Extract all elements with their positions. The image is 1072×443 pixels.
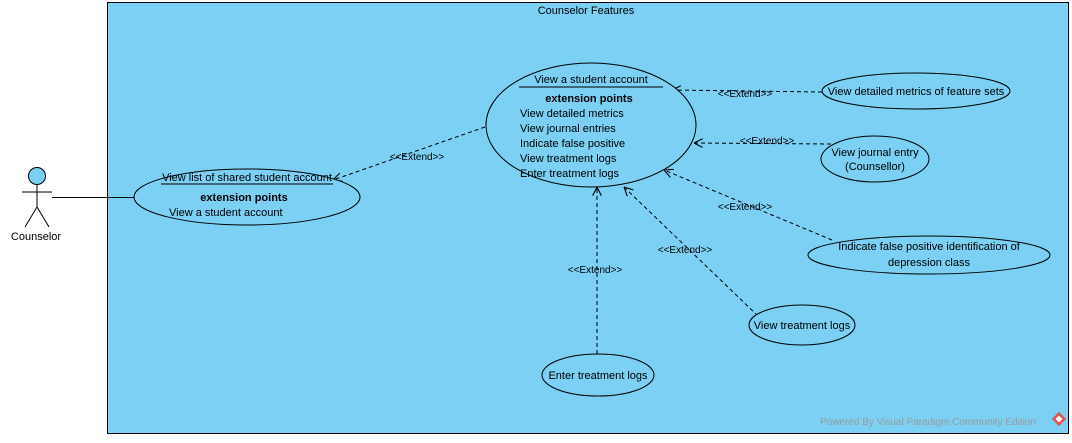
usecase-title-line1: Indicate false positive identification o… [838,241,1021,253]
extend-label-shared: <<Extend>> [390,152,445,163]
usecase-title-line2: depression class [888,257,970,269]
extension-points-heading: extension points [200,192,287,204]
extension-point: View journal entries [520,123,616,135]
visual-paradigm-logo-icon [1051,411,1067,427]
extend-label-enter: <<Extend>> [568,265,623,276]
usecase-title: View detailed metrics of feature sets [828,86,1005,98]
usecase-view-treatment-logs[interactable]: View treatment logs [748,304,856,346]
usecase-title: View list of shared student account [162,172,332,184]
extension-point: View detailed metrics [520,108,624,120]
usecase-title: View treatment logs [754,320,851,332]
extend-label-treatment: <<Extend>> [658,245,713,256]
extend-label-false-positive: <<Extend>> [718,202,773,213]
extend-label-journal: <<Extend>> [740,136,795,147]
actor-right-leg [36,206,50,228]
usecase-view-journal-entry[interactable]: View journal entry (Counsellor) [820,135,930,183]
extend-label-metrics: <<Extend>> [718,89,773,100]
usecase-title: Enter treatment logs [548,370,648,382]
usecase-enter-treatment-logs[interactable]: Enter treatment logs [541,353,655,397]
usecase-title-line2: (Counsellor) [845,161,905,173]
extend-treatment-logs [624,187,759,317]
extend-false-positive [664,170,833,241]
usecase-view-student-account[interactable]: View a student account extension points … [485,62,697,188]
actor-name: Counselor [11,231,61,243]
usecase-title-line1: View journal entry [831,147,919,159]
extension-point: Enter treatment logs [520,168,620,180]
watermark: Powered By Visual Paradigm Community Edi… [820,411,1067,428]
extend-shared-to-student [333,126,486,180]
extension-points-heading: extension points [545,93,632,105]
usecase-title: View a student account [534,74,648,86]
extension-point: View treatment logs [520,153,617,165]
extension-point: View a student account [169,207,283,219]
usecase-view-shared-list[interactable]: View list of shared student account exte… [133,168,361,226]
actor-counselor[interactable]: Counselor [11,167,61,244]
system-title: Counselor Features [538,5,635,17]
actor-head [28,167,46,185]
actor-left-leg [24,206,38,228]
usecase-indicate-false-positive[interactable]: Indicate false positive identification o… [807,235,1051,275]
extension-point: Indicate false positive [520,138,625,150]
extend-journal [694,143,832,144]
watermark-text: Powered By Visual Paradigm Community Edi… [820,417,1036,428]
usecase-view-metrics[interactable]: View detailed metrics of feature sets [821,72,1011,110]
